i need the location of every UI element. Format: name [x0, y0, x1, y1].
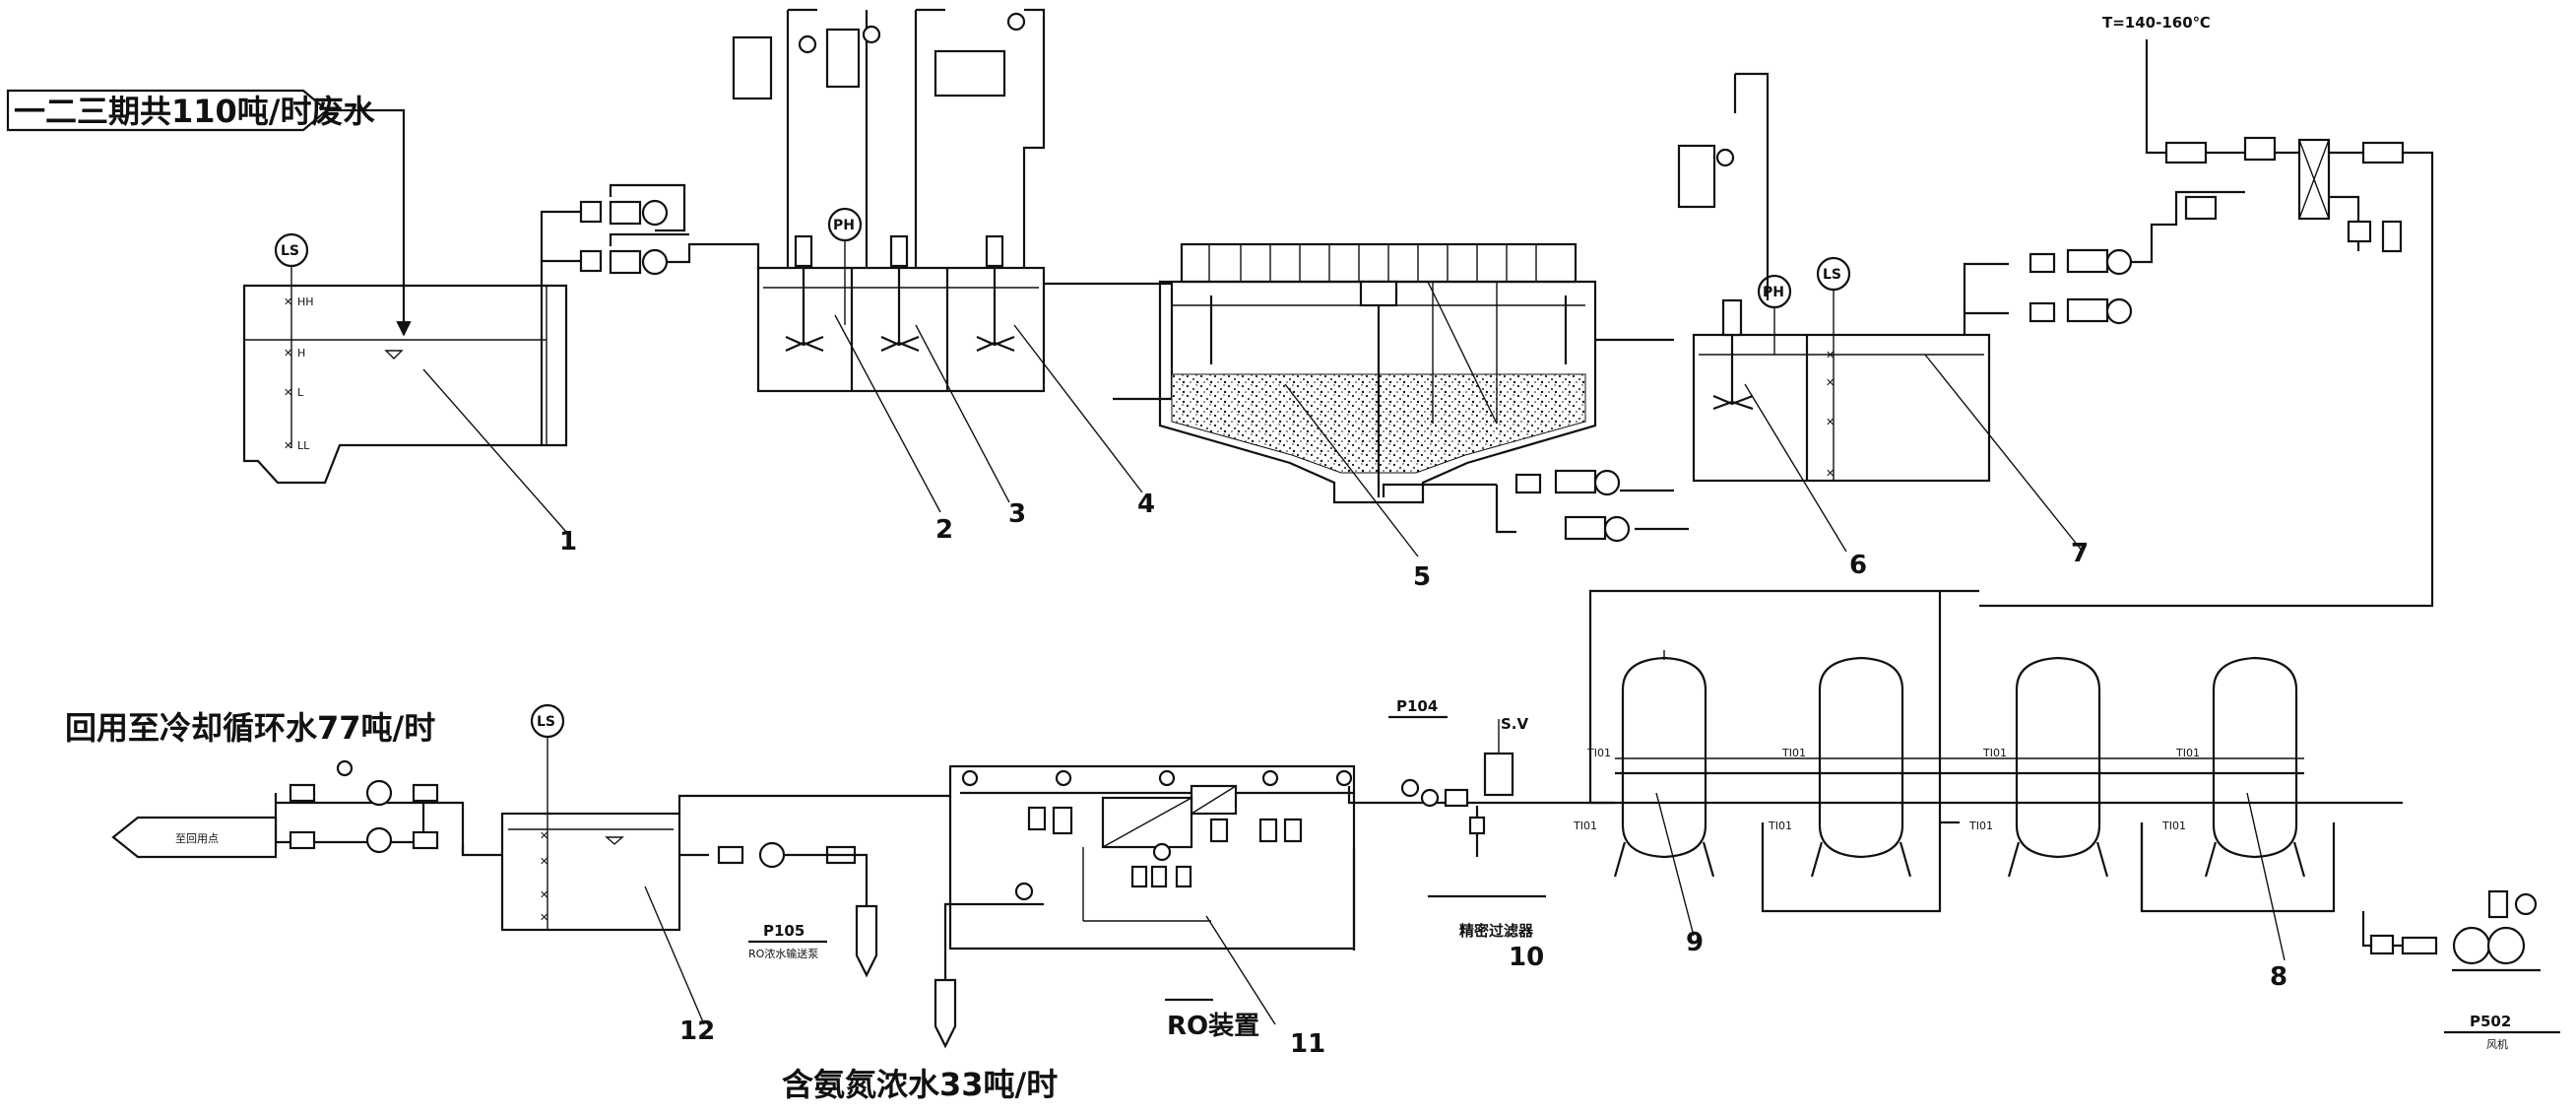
- callout-1: 1: [559, 527, 577, 557]
- vessel-2: [1810, 656, 1912, 878]
- svg-text:风机: 风机: [2486, 1037, 2508, 1051]
- svg-text:✕: ✕: [1826, 349, 1835, 361]
- filter-vessels: TI01 TI01 TI01 TI01 TI01 TI01 TI01 TI01: [1573, 589, 2403, 961]
- svg-text:✕: ✕: [540, 888, 548, 901]
- tank-1: ✕ HH ✕ H ✕ L ✕ LL LS: [242, 232, 568, 533]
- svg-text:至回用点: 至回用点: [175, 832, 219, 845]
- svg-text:✕: ✕: [284, 347, 292, 360]
- ro-unit-label: RO装置: [1167, 1012, 1259, 1041]
- svg-text:TI01: TI01: [1781, 747, 1806, 759]
- inlet-flag: 一二三期共110吨/时废水: [6, 89, 375, 132]
- vessel-3: [2007, 656, 2109, 878]
- callout-numbers: 1 2 3 4 5 6 7 8 9 10 11 12: [559, 490, 2287, 1059]
- svg-text:✕: ✕: [1826, 467, 1835, 480]
- svg-text:TI01: TI01: [1968, 820, 1993, 832]
- precision-filter-10: P104 S.V 精密过滤器: [1347, 697, 1576, 940]
- tank-12: LS ✕ ✕ ✕ ✕ P105 RO浓水输送泵: [274, 703, 950, 1025]
- svg-text:✕: ✕: [284, 386, 292, 399]
- ls-instrument-3: LS: [537, 714, 555, 730]
- ls-instrument-2: LS: [1823, 267, 1841, 283]
- callout-7: 7: [2071, 539, 2089, 568]
- svg-text:TI01: TI01: [1982, 747, 2007, 759]
- blower-p502: P502 风机: [2361, 889, 2560, 1051]
- p502-label: P502: [2470, 1013, 2511, 1030]
- callout-6: 6: [1849, 551, 1867, 580]
- vessel-1: [1613, 650, 1715, 878]
- lift-pumps: [540, 183, 760, 445]
- p105-label: P105: [763, 922, 805, 940]
- callout-5: 5: [1413, 562, 1431, 592]
- ph-instrument-1: PH: [833, 218, 855, 233]
- svg-text:✕: ✕: [284, 439, 292, 452]
- temperature-label: T=140-160℃: [2102, 14, 2211, 32]
- reuse-label: 回用至冷却循环水77吨/时: [65, 709, 435, 747]
- ls-instrument-1: LS: [281, 243, 299, 259]
- reuse-flag: 至回用点 回用至冷却循环水77吨/时: [65, 709, 435, 859]
- svg-text:RO浓水输送泵: RO浓水输送泵: [748, 947, 818, 960]
- svg-text:✕: ✕: [1826, 376, 1835, 389]
- tank-6-7: PH LS ✕ ✕ ✕ ✕: [1677, 72, 2178, 553]
- reaction-tanks: PH: [732, 8, 1143, 513]
- svg-text:TI01: TI01: [1768, 820, 1792, 832]
- vessel-4: [2204, 656, 2306, 878]
- heater-section: T=140-160℃: [1979, 14, 2434, 608]
- svg-text:✕: ✕: [540, 829, 548, 842]
- clarifier-5: [1044, 242, 1689, 558]
- svg-text:HH: HH: [297, 295, 314, 308]
- svg-text:TI01: TI01: [1573, 820, 1597, 832]
- svg-text:✕: ✕: [540, 855, 548, 868]
- ro-unit-11: RO装置: [948, 764, 1356, 1041]
- svg-text:TI01: TI01: [1586, 747, 1611, 759]
- svg-text:✕: ✕: [284, 295, 292, 308]
- svg-text:L: L: [297, 386, 304, 399]
- svg-text:✕: ✕: [1826, 416, 1835, 428]
- concentrate-label: 含氨氮浓水33吨/时: [782, 1066, 1058, 1103]
- callout-8: 8: [2270, 962, 2287, 992]
- callout-3: 3: [1008, 499, 1026, 529]
- callout-2: 2: [935, 515, 953, 545]
- callout-11: 11: [1290, 1029, 1325, 1059]
- svg-text:LL: LL: [297, 439, 310, 452]
- concentrate-outlet: 含氨氮浓水33吨/时: [782, 902, 1058, 1103]
- inlet-label: 一二三期共110吨/时废水: [14, 93, 375, 130]
- callout-12: 12: [679, 1017, 715, 1046]
- callout-10: 10: [1509, 943, 1544, 972]
- sv-label: S.V: [1501, 715, 1529, 733]
- ph-instrument-2: PH: [1763, 285, 1784, 300]
- p104-label: P104: [1396, 697, 1438, 715]
- svg-text:TI01: TI01: [2175, 747, 2200, 759]
- svg-text:TI01: TI01: [2161, 820, 2186, 832]
- svg-text:H: H: [297, 347, 305, 360]
- callout-9: 9: [1686, 928, 1704, 957]
- callout-4: 4: [1137, 490, 1155, 519]
- filter-label: 精密过滤器: [1459, 922, 1534, 940]
- svg-text:✕: ✕: [540, 911, 548, 924]
